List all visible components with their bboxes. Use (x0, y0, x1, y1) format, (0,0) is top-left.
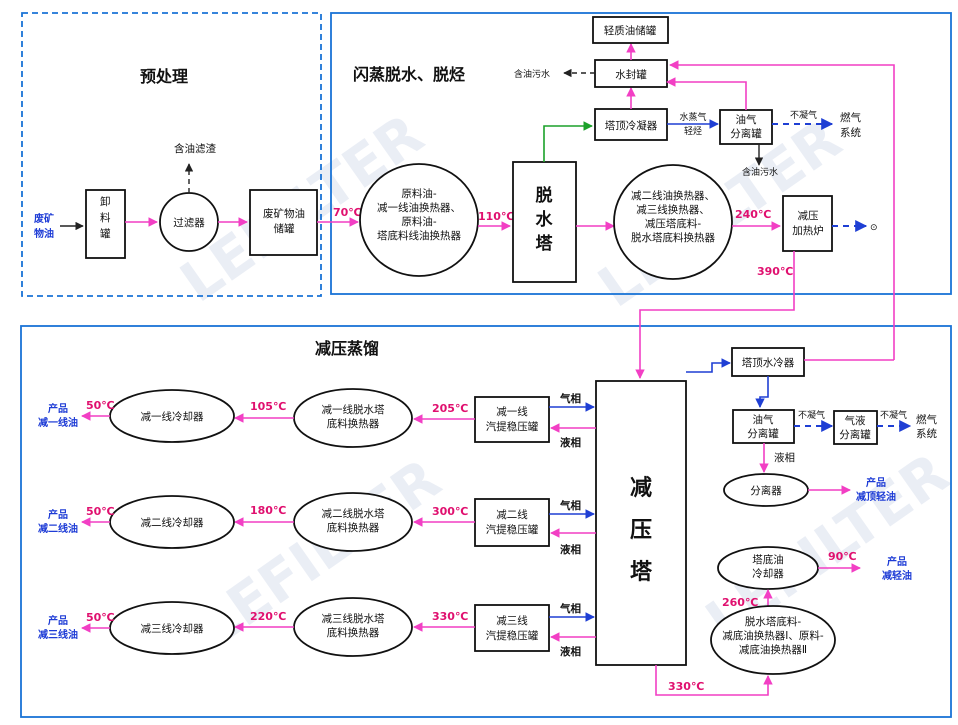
vacuum-heater (782, 195, 833, 252)
separator-label: 分离器 (750, 484, 782, 497)
oil-gas-separator-2 (732, 409, 795, 444)
temp-180: 180℃ (250, 504, 286, 517)
water-seal-tank-label: 水封罐 (615, 68, 647, 81)
stripper-3 (474, 604, 550, 652)
unload-tank-label: 卸料罐 (100, 195, 111, 240)
product-top-light-oil: 产品减顶轻油 (856, 476, 896, 503)
noncondensable-label: 不凝气 (790, 109, 817, 121)
noncondensable-label-3: 不凝气 (880, 409, 907, 421)
liquid-phase-label-2: 液相 (560, 543, 581, 556)
side-hx-2-label: 减二线脱水塔底料换热器 (322, 507, 385, 534)
section-title-flash: 闪蒸脱水、脱烃 (353, 65, 465, 84)
gas-phase-label-1: 气相 (559, 392, 581, 405)
product-light-oil: 产品减轻油 (882, 555, 912, 582)
flue-gas-mark: ⊙ (870, 223, 878, 233)
cooler-2-label: 减二线冷却器 (141, 516, 204, 529)
product-line-2: 产品减二线油 (38, 508, 78, 535)
unload-tank (85, 189, 126, 259)
temp-240: 240℃ (735, 208, 771, 221)
stripper-1 (474, 396, 550, 443)
gas-liquid-separator-label: 气液分离罐 (839, 414, 871, 441)
vacuum-tower (595, 380, 687, 666)
stripper-3-label: 减三线汽提稳压罐 (486, 614, 539, 642)
temp-330-bottom: 330℃ (668, 680, 704, 693)
stripper-2-label: 减二线汽提稳压罐 (486, 508, 539, 536)
temp-330: 330℃ (432, 610, 468, 623)
oily-water-label: 含油污水 (514, 68, 550, 80)
hx-vacuum-lines (613, 164, 733, 280)
temp-90: 90℃ (828, 550, 857, 563)
gas-phase-label-3: 气相 (559, 602, 581, 615)
bottom-hx (710, 605, 836, 675)
temp-105: 105℃ (250, 400, 286, 413)
vacuum-section (20, 325, 952, 718)
overhead-condenser (594, 108, 668, 141)
gas-phase-label-2: 气相 (559, 499, 581, 512)
product-line-3: 产品减三线油 (38, 614, 78, 641)
noncondensable-label-2: 不凝气 (798, 409, 825, 421)
fuel-system-label-2: 燃气系统 (916, 413, 937, 440)
gas-liquid-separator (833, 410, 878, 445)
product-line-1: 产品减一线油 (38, 402, 78, 429)
light-oil-tank (592, 16, 669, 44)
cooler-1-label: 减一线冷却器 (141, 410, 204, 423)
temp-50-3: 50℃ (86, 611, 115, 624)
filter-label: 过滤器 (173, 216, 205, 229)
hx-feed-label: 原料油-减一线油换热器、原料油-塔底料线油换热器 (377, 187, 461, 242)
side-hx-1-label: 减一线脱水塔底料换热器 (322, 403, 385, 430)
dewater-tower-label: 脱水塔 (536, 185, 554, 254)
overhead-condenser-label: 塔顶冷凝器 (605, 119, 658, 132)
filter-residue-label: 含油滤渣 (174, 142, 216, 155)
temp-110: 110℃ (478, 210, 514, 223)
temp-50-1: 50℃ (86, 399, 115, 412)
side-hx-3-label: 减三线脱水塔底料换热器 (322, 612, 385, 639)
steam-label: 水蒸气轻烃 (679, 111, 706, 137)
bottom-hx-label: 脱水塔底料-减底油换热器Ⅰ、原料-减底油换热器Ⅱ (722, 615, 824, 656)
flash-section (330, 12, 952, 295)
hx-feed (359, 163, 479, 277)
stripper-2 (474, 498, 550, 547)
section-title-pretreatment: 预处理 (140, 67, 188, 86)
section-title-vacuum: 减压蒸馏 (315, 339, 379, 358)
bottom-oil-cooler-label: 塔底油冷却器 (752, 553, 784, 580)
hx-vacuum-lines-label: 减二线油换热器、减三线换热器、减压塔底料-脱水塔底料换热器 (631, 189, 715, 244)
oil-gas-separator-2-label: 油气分离罐 (747, 413, 779, 440)
temp-300: 300℃ (432, 505, 468, 518)
temp-70: 70℃ (333, 206, 362, 219)
water-seal-tank (594, 59, 668, 88)
waste-oil-storage-label: 废矿物油储罐 (263, 207, 305, 235)
temp-220: 220℃ (250, 610, 286, 623)
light-oil-tank-label: 轻质油储罐 (604, 24, 657, 37)
pretreatment-section (21, 12, 322, 297)
cooler-3-label: 减三线冷却器 (141, 622, 204, 635)
vacuum-tower-label: 减压塔 (630, 475, 653, 585)
vacuum-heater-label: 减压加热炉 (792, 210, 824, 237)
temp-50-2: 50℃ (86, 505, 115, 518)
top-water-cooler (731, 347, 805, 377)
oil-gas-separator-1-label: 油气分离罐 (730, 113, 762, 140)
liquid-phase-label: 液相 (774, 451, 795, 464)
temp-260: 260℃ (722, 596, 758, 609)
temp-205: 205℃ (432, 402, 468, 415)
fuel-system-label: 燃气系统 (840, 111, 861, 139)
liquid-phase-label-3: 液相 (560, 645, 581, 658)
waste-oil-storage (249, 189, 318, 256)
stripper-1-label: 减一线汽提稳压罐 (486, 405, 539, 433)
liquid-phase-label-1: 液相 (560, 436, 581, 449)
feed-label: 废矿物油 (34, 212, 54, 240)
oily-water-label-2: 含油污水 (742, 166, 778, 178)
top-water-cooler-label: 塔顶水冷器 (742, 356, 795, 369)
temp-390: 390℃ (757, 265, 793, 278)
